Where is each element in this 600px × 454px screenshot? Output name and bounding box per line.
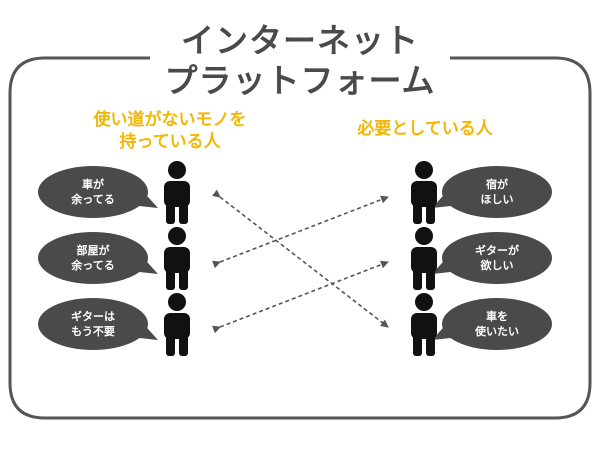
arrow-car-to-car	[212, 189, 389, 328]
right-bubble-text-3: 車を 使いたい	[475, 310, 519, 338]
right-bubble-2	[442, 232, 552, 284]
right-bubble-1	[442, 166, 552, 218]
person-icon	[411, 293, 437, 356]
left-heading-line-2: 持っている人	[119, 132, 221, 152]
person-icon	[164, 161, 190, 224]
left-bubble-text-2: 部屋が 余ってる	[71, 244, 115, 272]
person-icon	[411, 227, 437, 290]
person-icon	[164, 293, 190, 356]
arrow-guitar-to-guitar	[212, 260, 389, 334]
right-bubble-3	[442, 298, 552, 350]
arrow-room-to-lodging	[212, 195, 389, 269]
left-heading: 使い道がないモノを 持っている人	[60, 109, 280, 153]
right-heading: 必要としている人	[357, 119, 493, 139]
person-icon	[164, 227, 190, 290]
left-bubble-3	[38, 298, 148, 350]
title-line-2: プラットフォーム	[164, 61, 436, 100]
person-icon	[411, 161, 437, 224]
left-bubble-text-3: ギターは もう不要	[71, 310, 115, 338]
title-line-1: インターネット	[181, 21, 419, 60]
left-bubble-2	[38, 232, 148, 284]
left-bubble-text-1: 車が 余ってる	[71, 178, 115, 206]
platform-frame	[8, 56, 592, 420]
right-bubble-text-2: ギターが 欲しい	[475, 244, 519, 272]
right-bubble-text-1: 宿が ほしい	[480, 178, 514, 206]
left-heading-line-1: 使い道がないモノを	[93, 110, 247, 130]
left-bubble-1	[38, 166, 148, 218]
